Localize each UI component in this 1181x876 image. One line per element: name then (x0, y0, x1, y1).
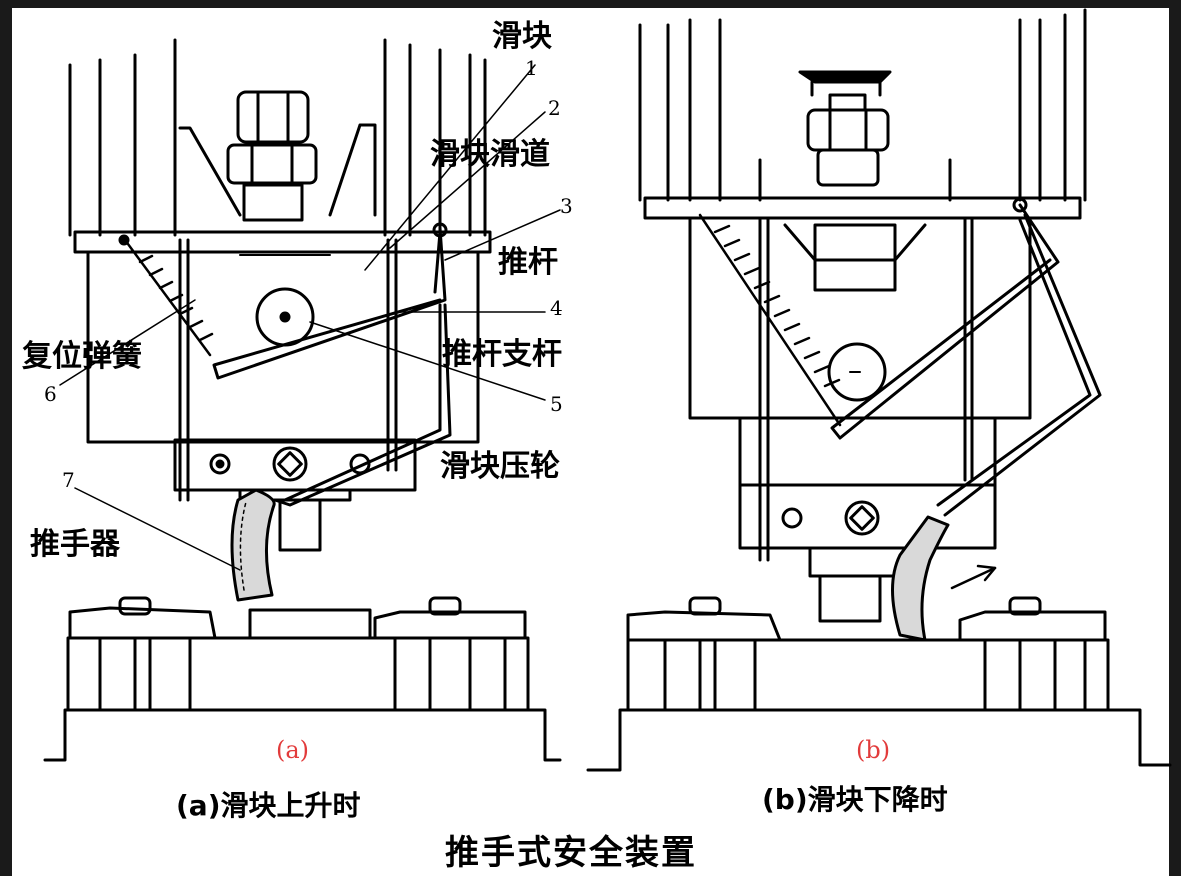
panel-a-leaders (59, 64, 561, 571)
panel-a-right-guide (328, 123, 377, 217)
label-slider-guideway: 滑块滑道 (430, 137, 550, 172)
panel-a-drawing (43, 38, 562, 762)
panel-b-caption: (b)滑块下降时 (762, 783, 948, 816)
panel-a-slider-roller (255, 287, 315, 347)
panel-a-slide-block (86, 250, 480, 444)
callout-number-4: 4 (550, 296, 563, 320)
callout-number-6: 6 (44, 382, 57, 406)
label-hand-pusher: 推手器 (30, 527, 120, 562)
label-push-rod-support: 推杆支杆 (442, 337, 562, 372)
panel-b-drawing (586, 8, 1172, 772)
panel-b-upper-frame (638, 8, 1087, 202)
label-slider-press-wheel: 滑块压轮 (440, 449, 560, 484)
panel-a-left-guide (178, 126, 242, 217)
panel-a-upper-frame (68, 38, 487, 237)
panel-b-lower-block (738, 416, 997, 550)
panel-b-hand-pusher (891, 515, 950, 642)
panel-b-return-spring (698, 213, 842, 427)
panel-b-nut-stack (806, 93, 890, 187)
panel-a-nut-stack (226, 90, 318, 222)
panel-b-bed (586, 596, 1172, 772)
panel-a-hand-pusher (230, 488, 276, 602)
label-slider: 滑块 (492, 19, 552, 54)
figure-title: 推手式安全装置 (445, 833, 697, 873)
panel-a-caption: (a)滑块上升时 (176, 789, 361, 822)
panel-b-push-rod (830, 203, 1102, 517)
callout-number-5: 5 (550, 392, 563, 416)
callout-number-7: 7 (62, 468, 75, 492)
label-push-rod: 推杆 (498, 245, 558, 280)
callout-number-2: 2 (548, 96, 561, 120)
panel-b-slider-roller (827, 342, 887, 402)
panel-a-return-spring (123, 238, 214, 357)
panel-a-tag: (a) (276, 736, 310, 764)
panel-b-motion-arrow (950, 564, 997, 590)
panel-a-top-plate (73, 230, 492, 254)
callout-number-3: 3 (560, 194, 573, 218)
label-return-spring: 复位弹簧 (22, 339, 142, 374)
panel-b-tag: (b) (856, 736, 891, 764)
panel-a-bed (43, 596, 562, 762)
callout-number-1: 1 (525, 56, 538, 80)
panel-b-slide-block (688, 216, 1032, 420)
